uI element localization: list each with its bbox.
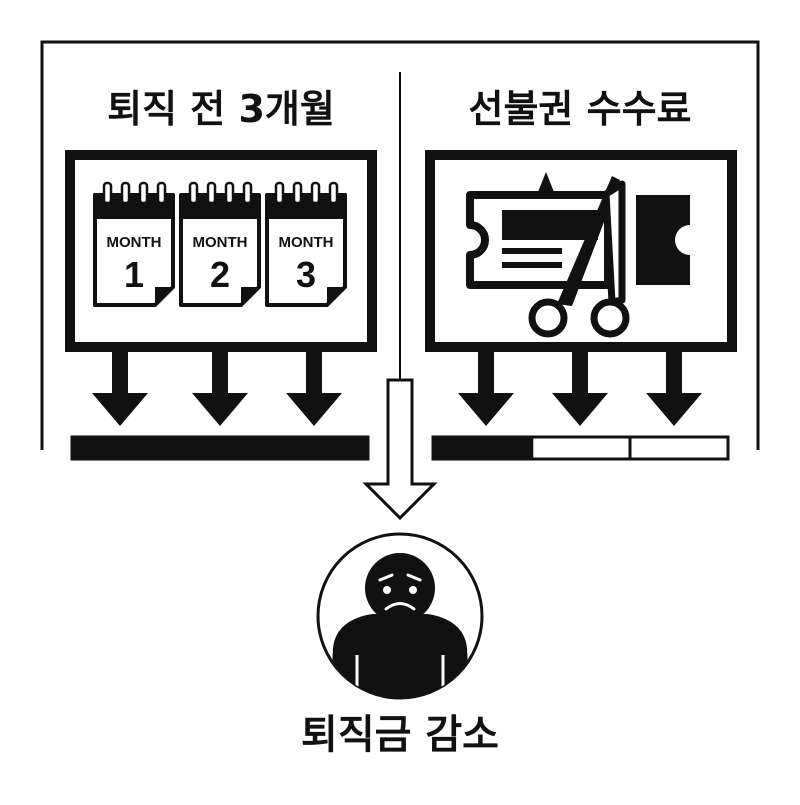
calendar-word: MONTH xyxy=(193,234,248,251)
left-progress-bar xyxy=(70,435,370,461)
right-down-arrows xyxy=(458,350,702,426)
hollow-down-arrow xyxy=(362,378,438,521)
sad-person-icon xyxy=(316,532,484,700)
right-progress-fill xyxy=(433,437,534,459)
left-down-arrows xyxy=(92,350,342,426)
calendar-month-3: MONTH 3 xyxy=(265,181,347,307)
right-progress-bar xyxy=(431,435,730,461)
left-progress-fill xyxy=(72,437,368,459)
right-panel-title: 선불권 수수료 xyxy=(469,87,692,131)
result-label: 퇴직금 감소 xyxy=(301,712,499,758)
calendar-word: MONTH xyxy=(279,234,334,251)
calendar-number: 2 xyxy=(210,254,230,295)
left-panel-title: 퇴직 전 3개월 xyxy=(107,87,335,131)
calendar-group: MONTH 1 MONTH 2 MONTH 3 xyxy=(93,181,347,307)
calendar-word: MONTH xyxy=(107,234,162,251)
outer-frame xyxy=(40,40,760,450)
calendar-month-2: MONTH 2 xyxy=(179,181,261,307)
calendar-number: 3 xyxy=(296,254,316,295)
ticket-with-scissors-icon xyxy=(466,172,690,338)
calendar-number: 1 xyxy=(124,254,144,295)
calendar-month-1: MONTH 1 xyxy=(93,181,175,307)
